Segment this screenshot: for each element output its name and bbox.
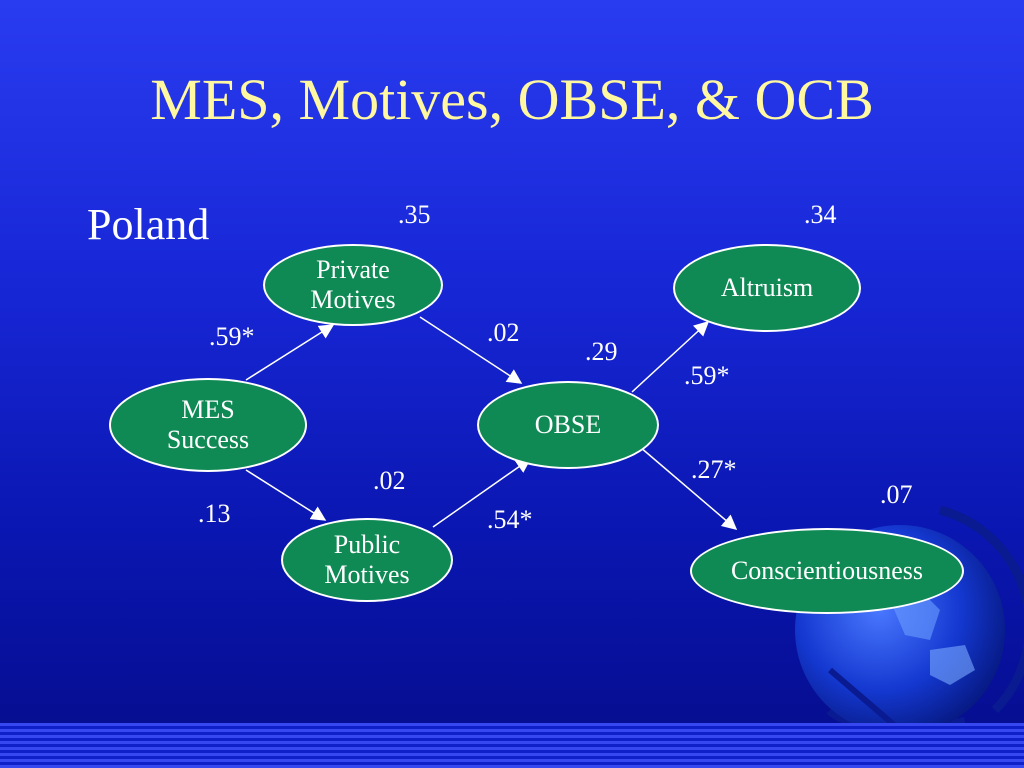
arrow-public-to-obse [432, 458, 532, 528]
arrow-mes-to-private [245, 324, 335, 381]
coef-mes-to-public: .13 [198, 499, 231, 528]
r2-altruism: .34 [804, 200, 837, 229]
node-altruism: Altruism [673, 244, 861, 332]
arrow-mes-to-public [245, 469, 327, 521]
node-private-motives: Private Motives [263, 244, 443, 326]
coef-public-to-obse: .54* [487, 505, 533, 534]
node-conscientiousness: Conscientiousness [690, 528, 964, 614]
coef-private-to-obse: .02 [487, 318, 520, 347]
footer-bar [0, 723, 1024, 768]
slide-title: MES, Motives, OBSE, & OCB [150, 67, 874, 132]
coef-mes-to-private: .59* [209, 322, 255, 351]
r2-conscientiousness: .07 [880, 480, 913, 509]
coef-obse-to-conscientiousness: .27* [691, 455, 737, 484]
node-mes-success: MES Success [109, 378, 307, 472]
arrow-obse-to-conscientiousness [639, 446, 738, 530]
r2-public-motives: .02 [373, 466, 406, 495]
node-public-motives: Public Motives [281, 518, 453, 602]
arrow-obse-to-altruism [631, 320, 710, 393]
coef-obse-to-altruism: .59* [684, 361, 730, 390]
arrow-private-to-obse [419, 316, 523, 384]
country-label: Poland [87, 200, 210, 249]
r2-private-motives: .35 [398, 200, 431, 229]
node-obse: OBSE [477, 381, 659, 469]
r2-obse: .29 [585, 337, 618, 366]
